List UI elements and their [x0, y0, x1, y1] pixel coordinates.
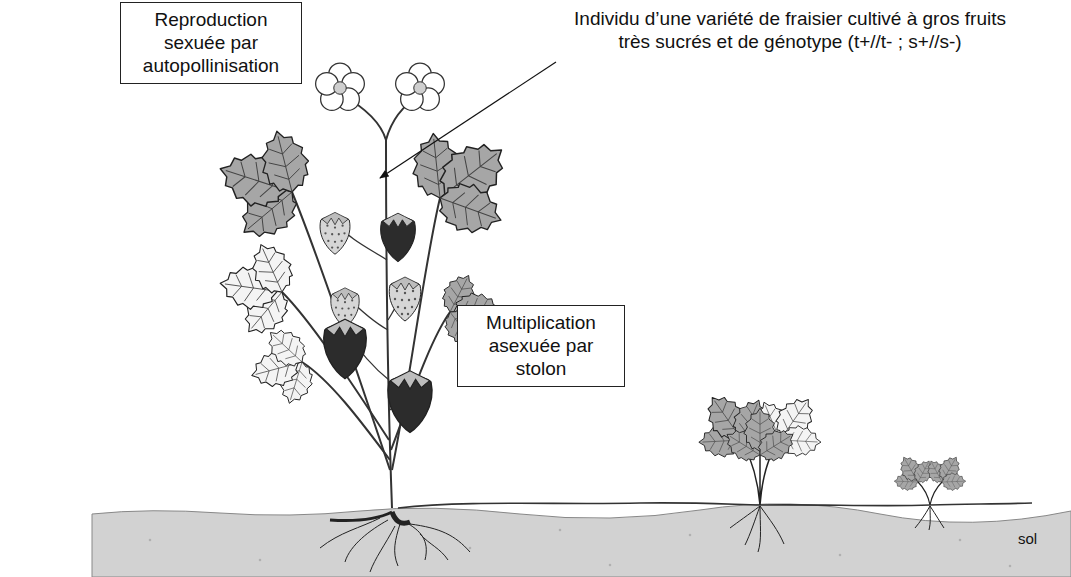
daughter-plant-part — [719, 408, 800, 467]
flower-part — [316, 63, 365, 110]
box-text: Reproduction sexuée par autopollinisatio… — [131, 9, 291, 77]
box-text: Multiplication asexuée par stolon — [468, 312, 614, 380]
strawberry-fruit-part — [324, 225, 345, 249]
soil-label: sol — [1018, 530, 1058, 548]
strawberry-fruit-part — [320, 212, 350, 254]
root-system-part — [392, 512, 410, 523]
text-box: Multiplication asexuée par stolon — [457, 305, 625, 387]
root-system-part — [330, 512, 392, 521]
soil-band-part-part — [259, 559, 262, 562]
text-box: Reproduction sexuée par autopollinisatio… — [120, 2, 302, 84]
strawberry-fruit-part — [324, 319, 367, 378]
plant-stems-part — [386, 140, 392, 508]
soil-band-part-part — [469, 547, 472, 550]
soil-band-part-part — [609, 564, 612, 567]
root-system — [320, 506, 944, 572]
strawberry-fruit-part — [394, 290, 416, 315]
leaf-cluster-part — [240, 315, 327, 419]
soil-band-part-part — [839, 554, 842, 557]
root-system-part — [320, 518, 470, 572]
root-system-part — [730, 506, 784, 552]
soil-band-part-part — [149, 539, 152, 542]
soil-band — [92, 504, 1071, 577]
callout-text: Individu d’une variété de fraisier culti… — [565, 8, 1015, 54]
soil-band-part-part — [1009, 565, 1012, 568]
daughter-plant-part — [918, 482, 942, 505]
stolon — [398, 503, 1032, 508]
soil-band-part-part — [559, 529, 562, 532]
strawberry-fruit-part — [389, 277, 421, 321]
soil-band-part-part — [959, 539, 962, 542]
soil-band-part-part — [689, 534, 692, 537]
flower-part — [396, 63, 445, 110]
label-text: sol — [1018, 530, 1037, 547]
root-system-part — [915, 506, 944, 530]
soil-band-part — [92, 504, 1071, 577]
leaf-cluster-part — [200, 106, 331, 260]
daughter-plant — [675, 371, 978, 505]
strawberry-fruit-part — [381, 213, 416, 261]
leaf-cluster-part — [213, 230, 306, 348]
strawberry-fruit-part — [388, 371, 432, 433]
soil-band-part — [149, 529, 1012, 568]
plant-stems-part — [292, 192, 390, 470]
flower — [316, 63, 445, 110]
leader-arrow — [380, 62, 556, 178]
strawberry-fruit — [320, 212, 432, 432]
daughter-plant-part — [917, 445, 978, 501]
label-text: Individu d’une variété de fraisier culti… — [574, 8, 1006, 52]
